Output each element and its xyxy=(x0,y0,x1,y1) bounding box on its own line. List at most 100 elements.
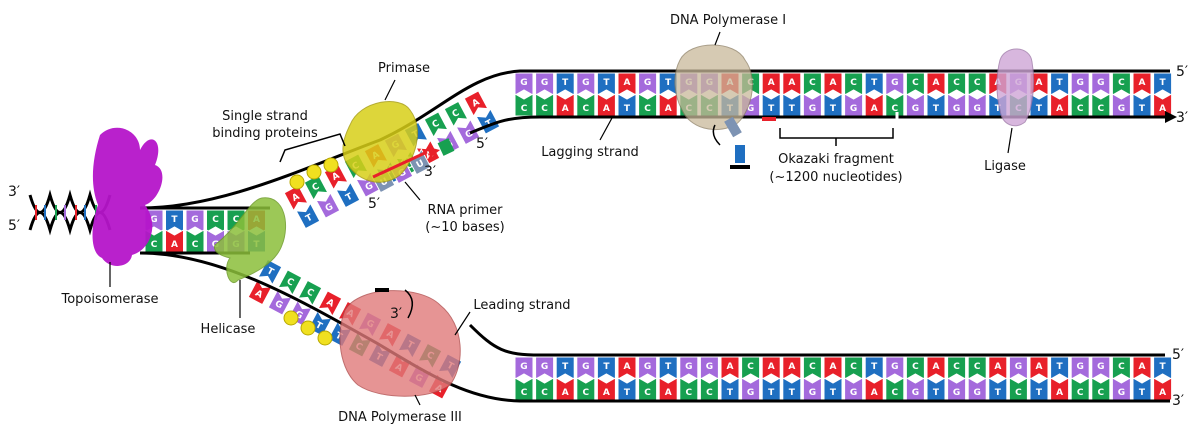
nucleotide-C: C xyxy=(514,93,534,117)
svg-text:A: A xyxy=(788,362,795,372)
nucleotide-C: C xyxy=(514,377,534,401)
svg-text:C: C xyxy=(1077,388,1084,398)
svg-text:G: G xyxy=(582,362,589,372)
svg-text:G: G xyxy=(747,388,754,398)
okazaki-bracket xyxy=(779,128,894,139)
svg-text:T: T xyxy=(1160,78,1167,88)
lagging-bottom-backbone xyxy=(469,115,1165,135)
svg-text:A: A xyxy=(331,171,342,183)
end-pol3-3prime: 3′ xyxy=(390,306,402,322)
nucleotide-C: C xyxy=(1008,377,1028,401)
nucleotide-T: T xyxy=(1029,377,1049,401)
nucleotide-A: A xyxy=(555,93,575,117)
nucleotide-A: A xyxy=(1132,72,1152,96)
end-left-bottom-5prime: 5′ xyxy=(8,218,20,234)
nucleotide-G: G xyxy=(315,191,341,219)
nucleotide-T: T xyxy=(335,181,361,209)
nucleotide-A: A xyxy=(823,356,843,380)
nucleotide-T: T xyxy=(617,377,637,401)
svg-text:G: G xyxy=(273,299,284,311)
loose-nucleotides xyxy=(375,116,776,292)
nucleotide-C: C xyxy=(206,209,225,233)
single-strand-binding-proteins xyxy=(283,157,339,346)
svg-text:G: G xyxy=(809,388,816,398)
pol1-curved-arrow xyxy=(712,124,721,146)
svg-text:T: T xyxy=(562,362,569,372)
nucleotide-G: G xyxy=(185,209,205,233)
svg-text:C: C xyxy=(1118,78,1125,88)
nucleotide-T: T xyxy=(1153,72,1173,96)
nucleotide-A: A xyxy=(658,93,678,117)
svg-text:G: G xyxy=(809,104,816,114)
svg-text:A: A xyxy=(994,362,1001,372)
svg-text:G: G xyxy=(747,104,754,114)
nucleotide-A: A xyxy=(165,229,184,253)
svg-text:T: T xyxy=(768,104,775,114)
svg-text:U: U xyxy=(379,177,390,189)
nucleotide-G: G xyxy=(885,356,905,380)
svg-text:A: A xyxy=(603,388,610,398)
nucleotide-G: G xyxy=(885,72,905,96)
nucleotide-C: C xyxy=(947,356,967,380)
nucleotide-A: A xyxy=(1132,356,1152,380)
svg-text:A: A xyxy=(1139,78,1146,88)
svg-text:A: A xyxy=(1056,388,1063,398)
nucleotide-A: A xyxy=(761,72,781,96)
nucleotide-C: C xyxy=(423,111,449,139)
label-okazaki-line1: Okazaki fragment xyxy=(778,152,894,167)
svg-text:C: C xyxy=(953,362,960,372)
nucleotide-A: A xyxy=(988,356,1008,380)
nucleotide-G: G xyxy=(741,377,761,401)
svg-text:T: T xyxy=(1036,104,1043,114)
nucleotide-G: G xyxy=(1008,356,1028,380)
svg-text:T: T xyxy=(995,388,1002,398)
nucleotide-A: A xyxy=(658,377,678,401)
svg-text:C: C xyxy=(233,215,240,225)
nucleotide-C: C xyxy=(885,93,905,117)
nucleotide-G: G xyxy=(576,72,596,96)
label-rna-primer-line1: RNA primer xyxy=(428,203,504,218)
svg-text:T: T xyxy=(603,362,610,372)
svg-text:G: G xyxy=(891,78,898,88)
nucleotide-T: T xyxy=(864,72,884,96)
nucleotide-A: A xyxy=(555,377,575,401)
nucleotide-C: C xyxy=(277,269,303,297)
nucleotide-G: G xyxy=(1070,72,1090,96)
svg-text:T: T xyxy=(789,104,796,114)
nucleotide-T: T xyxy=(782,377,802,401)
svg-text:C: C xyxy=(431,118,442,130)
nucleotide-G: G xyxy=(905,93,925,117)
svg-text:T: T xyxy=(768,388,775,398)
nucleotide-T: T xyxy=(555,356,575,380)
nucleotide-C: C xyxy=(947,72,967,96)
rna-primer-arrow xyxy=(428,147,440,158)
nucleotide-C: C xyxy=(802,72,822,96)
svg-text:C: C xyxy=(912,362,919,372)
nucleotide-G: G xyxy=(679,356,699,380)
svg-text:C: C xyxy=(912,78,919,88)
nucleotide-G: G xyxy=(1091,72,1111,96)
svg-text:T: T xyxy=(871,78,878,88)
nucleotide-G: G xyxy=(947,93,967,117)
svg-text:G: G xyxy=(891,362,898,372)
nucleotide-A: A xyxy=(720,356,740,380)
nucleotide-T: T xyxy=(1050,72,1070,96)
nucleotide-A: A xyxy=(761,356,781,380)
nucleotide-G: G xyxy=(576,356,596,380)
svg-text:T: T xyxy=(871,362,878,372)
pol3-curved-arrow xyxy=(404,289,414,319)
nucleotide-T: T xyxy=(617,93,637,117)
svg-text:T: T xyxy=(1160,362,1167,372)
nucleotide-C: C xyxy=(638,93,658,117)
svg-text:G: G xyxy=(644,362,651,372)
svg-text:T: T xyxy=(830,104,837,114)
svg-text:C: C xyxy=(521,104,528,114)
nucleotide-G: G xyxy=(802,377,822,401)
svg-text:C: C xyxy=(582,104,589,114)
label-lagging-strand: Lagging strand xyxy=(541,145,639,160)
svg-text:G: G xyxy=(541,78,548,88)
svg-text:A: A xyxy=(871,104,878,114)
svg-text:G: G xyxy=(974,388,981,398)
lagging-arrowhead xyxy=(1165,111,1177,123)
svg-text:A: A xyxy=(665,388,672,398)
